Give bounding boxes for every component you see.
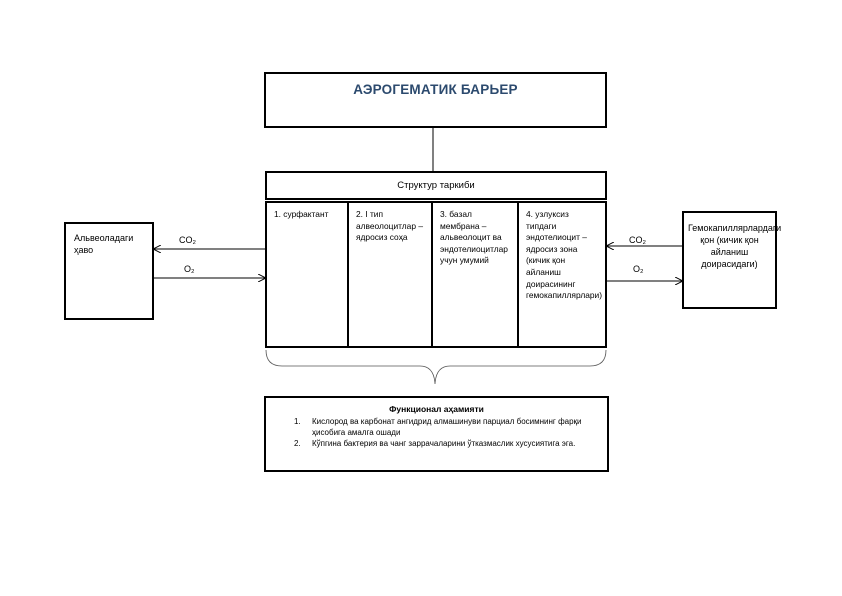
function-item-number: 1. — [294, 417, 301, 426]
function-item-2: 2. Кўпгина бактерия ва чанг заррачаларин… — [294, 439, 597, 450]
brace-under-cells — [265, 349, 607, 385]
structure-header-box: Структур таркиби — [265, 171, 607, 200]
left-co2-label: CO₂ — [179, 235, 196, 245]
function-list: 1. Кислород ва карбонат ангидрид алмашин… — [294, 417, 597, 451]
alveolar-air-label: Альвеоладаги ҳаво — [74, 233, 134, 255]
cell-text: 1. сурфактант — [274, 209, 329, 219]
capillary-blood-label: Гемокапиллярлардаги қон (кичик қон айлан… — [688, 223, 782, 269]
structure-cells: 1. сурфактант 2. I тип алвеолоцитлар – я… — [265, 201, 607, 348]
cell-text: 2. I тип алвеолоцитлар – ядросиз соҳа — [356, 209, 423, 243]
function-item-text: Кўпгина бактерия ва чанг заррачаларини ў… — [312, 439, 576, 448]
structure-cell-3: 3. базал мембрана – альвеолоцит ва эндот… — [431, 201, 519, 348]
alveolar-air-box: Альвеоладаги ҳаво — [64, 222, 154, 320]
cell-text: 4. узлуксиз типдаги эндотелиоцит – ядрос… — [526, 209, 603, 301]
left-o2-label: O₂ — [184, 264, 195, 274]
right-o2-label: O₂ — [633, 264, 644, 274]
cell-text: 3. базал мембрана – альвеолоцит ва эндот… — [440, 209, 508, 266]
structure-label: Структур таркиби — [397, 180, 475, 191]
title-box: АЭРОГЕМАТИК БАРЬЕР — [264, 72, 607, 128]
diagram-title: АЭРОГЕМАТИК БАРЬЕР — [353, 82, 518, 97]
function-item-number: 2. — [294, 439, 301, 448]
right-co2-label: CO₂ — [629, 235, 646, 245]
capillary-blood-box: Гемокапиллярлардаги қон (кичик қон айлан… — [682, 211, 782, 309]
function-item-text: Кислород ва карбонат ангидрид алмашинуви… — [312, 417, 582, 437]
structure-cell-4: 4. узлуксиз типдаги эндотелиоцит – ядрос… — [517, 201, 607, 348]
structure-cell-1: 1. сурфактант — [265, 201, 349, 348]
function-item-1: 1. Кислород ва карбонат ангидрид алмашин… — [294, 417, 597, 438]
function-box: Функционал аҳамияти 1. Кислород ва карбо… — [264, 396, 609, 472]
function-title: Функционал аҳамияти — [389, 404, 484, 414]
structure-cell-2: 2. I тип алвеолоцитлар – ядросиз соҳа — [347, 201, 433, 348]
